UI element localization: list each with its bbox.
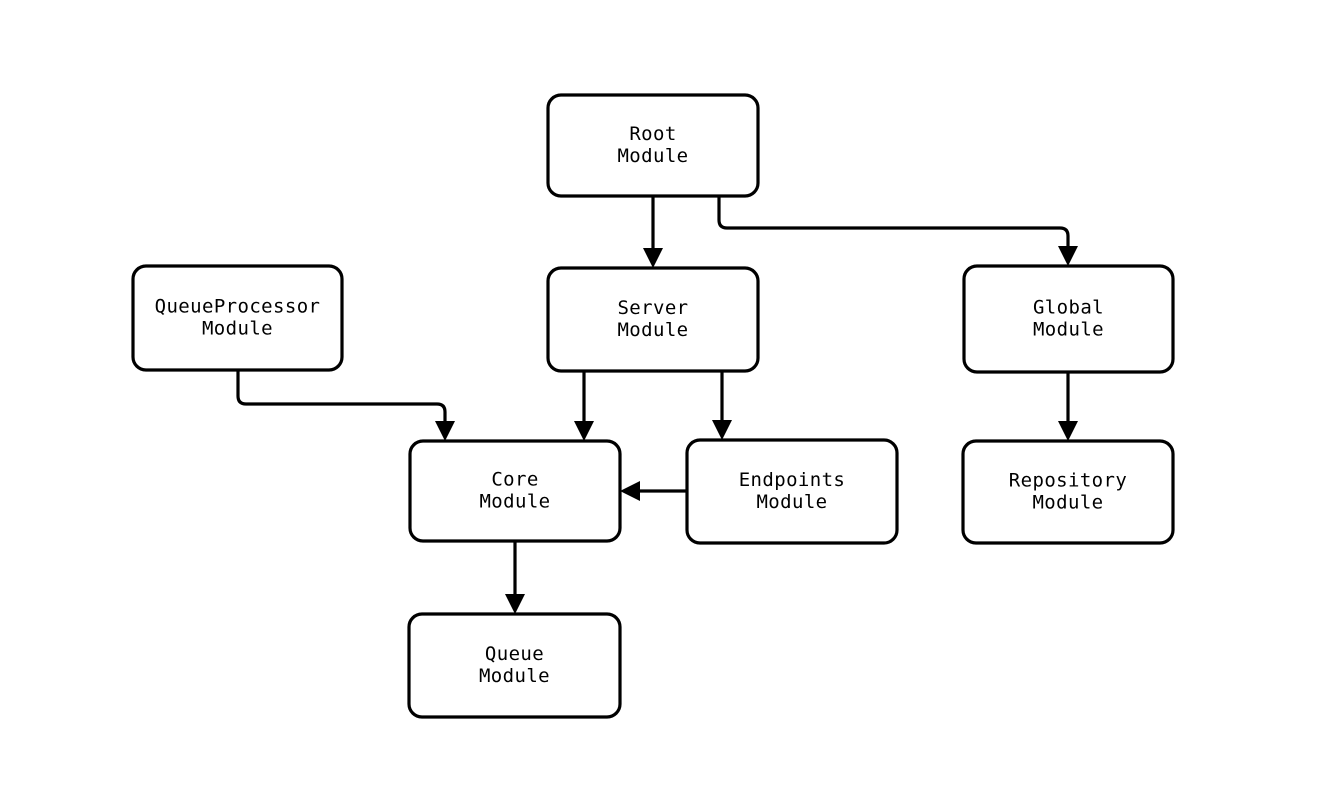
edge-server-to-core	[574, 371, 594, 441]
node-label-line1: QueueProcessor	[155, 296, 321, 318]
edge-root-to-global	[717, 196, 1078, 266]
node-label-line1: Root	[629, 123, 676, 145]
arrowhead-icon	[574, 421, 594, 441]
node-label-line2: Module	[617, 145, 688, 167]
node-server[interactable]: Server Module	[546, 266, 760, 373]
edge-server-to-endpoints	[712, 371, 732, 440]
node-queueprocessor[interactable]: QueueProcessor Module	[131, 264, 344, 372]
node-label-line1: Endpoints	[739, 469, 846, 491]
node-label-line1: Queue	[485, 643, 544, 665]
node-label-line2: Module	[1032, 492, 1103, 514]
node-shape[interactable]	[546, 266, 760, 373]
edge-line	[717, 196, 1070, 250]
node-shape[interactable]	[962, 264, 1175, 374]
arrowhead-icon	[435, 421, 455, 441]
edge-root-to-server	[643, 196, 663, 268]
node-label-line2: Module	[1033, 319, 1104, 341]
node-shape[interactable]	[131, 264, 344, 372]
node-shape[interactable]	[685, 438, 899, 545]
edge-endpoints-to-core	[620, 481, 687, 501]
node-label-line2: Module	[479, 665, 550, 687]
edge-line	[236, 370, 447, 425]
node-core[interactable]: Core Module	[408, 439, 622, 543]
node-label-line2: Module	[202, 318, 273, 340]
arrowhead-icon	[643, 248, 663, 268]
arrowhead-icon	[620, 481, 640, 501]
edge-global-to-repository	[1058, 372, 1078, 441]
node-label-line2: Module	[617, 319, 688, 341]
node-endpoints[interactable]: Endpoints Module	[685, 438, 899, 545]
node-repository[interactable]: Repository Module	[961, 439, 1175, 545]
node-label-line2: Module	[756, 491, 827, 513]
arrowhead-icon	[712, 420, 732, 440]
node-label-line1: Server	[617, 297, 688, 319]
edge-queueprocessor-to-core	[236, 370, 455, 441]
node-shape[interactable]	[408, 439, 622, 543]
arrowhead-icon	[1058, 421, 1078, 441]
node-shape[interactable]	[961, 439, 1175, 545]
edges-layer	[236, 196, 1078, 614]
node-label-line1: Core	[491, 469, 538, 491]
node-global[interactable]: Global Module	[962, 264, 1175, 374]
arrowhead-icon	[1058, 246, 1078, 266]
node-queue[interactable]: Queue Module	[407, 612, 622, 719]
edge-core-to-queue	[505, 541, 525, 614]
nodes-layer: Root Module QueueProcessor Module Server…	[131, 93, 1175, 719]
node-label-line1: Global	[1033, 297, 1104, 319]
node-label-line2: Module	[479, 491, 550, 513]
node-root[interactable]: Root Module	[546, 93, 760, 198]
node-shape[interactable]	[407, 612, 622, 719]
node-shape[interactable]	[546, 93, 760, 198]
node-label-line1: Repository	[1009, 470, 1127, 492]
arrowhead-icon	[505, 594, 525, 614]
